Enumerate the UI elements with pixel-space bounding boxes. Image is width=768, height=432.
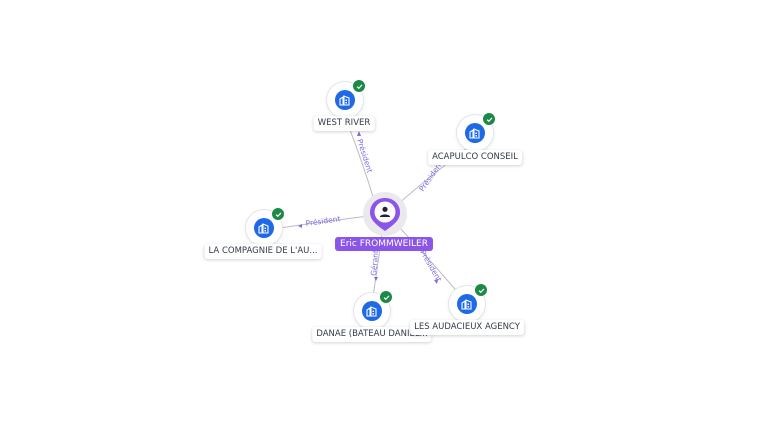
company-node-west-river[interactable] (327, 79, 366, 118)
person-pin-icon[interactable] (367, 196, 403, 232)
person-icon (382, 206, 388, 212)
building-icon (465, 123, 485, 143)
verified-check-icon (271, 207, 285, 221)
arrow-la-compagnie (298, 224, 302, 228)
company-node-acapulco-conseil[interactable] (457, 112, 496, 151)
company-label-acapulco-conseil[interactable]: ACAPULCO CONSEIL (428, 150, 522, 165)
verified-check-icon (474, 283, 488, 297)
building-icon (362, 301, 382, 321)
company-node-la-compagnie[interactable] (246, 207, 285, 246)
verified-check-icon (379, 290, 393, 304)
verified-check-icon (482, 112, 496, 126)
company-label-les-audacieux[interactable]: LES AUDACIEUX AGENCY (410, 320, 524, 335)
verified-check-icon (352, 79, 366, 93)
center-person-label[interactable]: Eric FROMMWEILER (335, 237, 433, 251)
company-node-les-audacieux[interactable] (449, 283, 488, 322)
relation-label-west-river: Président (355, 138, 374, 174)
edge-la-compagnie (279, 215, 370, 229)
building-icon (335, 90, 355, 110)
company-label-la-compagnie[interactable]: LA COMPAGNIE DE L'AU... (204, 244, 322, 259)
arrow-danae (374, 277, 378, 281)
relation-label-la-compagnie: Président (305, 214, 341, 228)
arrow-les-audacieux (434, 279, 438, 284)
building-icon (457, 294, 477, 314)
building-icon (254, 218, 274, 238)
relation-label-les-audacieux: Président (418, 249, 443, 284)
company-node-danae[interactable] (354, 290, 393, 329)
relation-label-danae: Gérant (369, 250, 380, 277)
company-label-danae[interactable]: DANAE (BATEAU DANIEL... (312, 327, 432, 342)
edge-les-audacieux (397, 225, 461, 296)
company-label-west-river[interactable]: WEST RIVER (313, 116, 375, 131)
arrow-west-river (357, 131, 361, 136)
